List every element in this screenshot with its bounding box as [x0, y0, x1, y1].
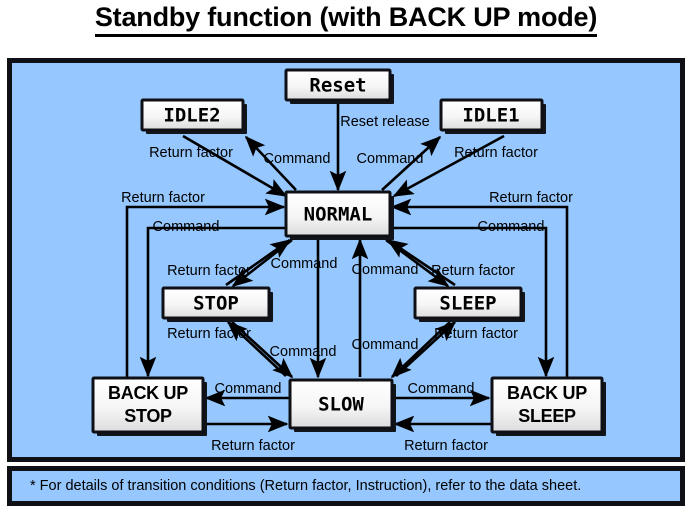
edge-label-stop-return-factor-down: Return factor: [167, 326, 251, 342]
edge-label-normal-to-sleep-command: Command: [352, 262, 419, 278]
state-box-slow[interactable]: SLOW: [288, 378, 396, 432]
state-label-backup-sleep-line1: BACK UP: [507, 383, 587, 403]
edge-normal-to-backup-stop: [139, 226, 286, 378]
edge-backup-sleep-to-normal: [390, 198, 569, 378]
edge-sleep-to-normal: [386, 238, 456, 287]
edge-slow-to-stop: [226, 320, 287, 377]
edge-label-normal-to-backup-stop-command: Command: [153, 219, 220, 235]
edge-stop-to-normal: [225, 238, 292, 287]
edge-normal-to-backup-sleep: [390, 226, 555, 378]
edge-idle2-to-normal: [182, 134, 288, 198]
state-label-backup-sleep-line2: SLEEP: [518, 406, 576, 426]
edge-label-normal-to-idle2-command: Command: [264, 151, 331, 167]
state-box-normal[interactable]: NORMAL: [284, 190, 394, 240]
state-label-idle2: IDLE2: [163, 105, 220, 127]
edge-label-backup-sleep-to-slow-return-factor: Return factor: [404, 438, 488, 454]
edge-label-normal-to-backup-sleep-command: Command: [478, 219, 545, 235]
edge-label-idle1-return-factor: Return factor: [454, 145, 538, 161]
state-label-stop: STOP: [193, 293, 239, 315]
state-label-sleep: SLEEP: [439, 293, 496, 315]
edge-label-sleep-return-factor-down: Return factor: [434, 326, 518, 342]
state-label-slow: SLOW: [318, 394, 364, 416]
page-title-text: Standby function (with BACK UP mode): [94, 2, 597, 37]
edge-label-reset-release: Reset release: [340, 114, 429, 130]
edge-label-normal-to-stop-command: Command: [271, 256, 338, 272]
edge-label-stop-return-factor-up: Return factor: [167, 263, 251, 279]
edge-label-idle2-return-factor: Return factor: [149, 145, 233, 161]
footnote-text: * For details of transition conditions (…: [30, 478, 582, 494]
edge-slow-to-sleep: [395, 320, 457, 377]
footnote: * For details of transition conditions (…: [7, 466, 685, 506]
edge-label-backup-stop-to-slow-return-factor: Return factor: [211, 438, 295, 454]
edge-normal-to-idle2: [244, 135, 297, 191]
state-label-normal: NORMAL: [304, 204, 373, 226]
edge-label-sleep-to-slow-command: Command: [352, 337, 419, 353]
state-box-sleep[interactable]: SLEEP: [413, 286, 525, 322]
state-box-idle2[interactable]: IDLE2: [140, 98, 247, 134]
edge-label-backup-sleep-return-factor: Return factor: [489, 190, 573, 206]
edges-group: [125, 101, 569, 433]
state-label-idle1: IDLE1: [462, 105, 519, 127]
state-box-backup-sleep[interactable]: BACK UP SLEEP: [490, 376, 606, 436]
page-title: Standby function (with BACK UP mode): [0, 2, 692, 37]
state-box-stop[interactable]: STOP: [161, 286, 273, 322]
edge-label-stop-to-slow-command: Command: [270, 344, 337, 360]
edge-label-backup-stop-return-factor: Return factor: [121, 190, 205, 206]
states-group: Reset IDLE2 IDLE1 NORMAL: [91, 68, 606, 436]
edge-backup-stop-to-normal: [125, 198, 286, 378]
state-box-reset[interactable]: Reset: [284, 68, 394, 104]
edge-idle1-to-normal: [392, 134, 505, 198]
edge-label-normal-to-idle1-command: Command: [357, 151, 424, 167]
edge-label-slow-to-backup-stop-command: Command: [215, 381, 282, 397]
edge-labels-group: Reset release Return factor Command Comm…: [121, 114, 573, 454]
edge-normal-to-idle1: [381, 135, 442, 191]
state-box-idle1[interactable]: IDLE1: [439, 98, 546, 134]
state-box-backup-stop[interactable]: BACK UP STOP: [91, 376, 207, 436]
state-label-reset: Reset: [309, 75, 366, 97]
edge-label-slow-to-backup-sleep-command: Command: [408, 381, 475, 397]
state-label-backup-stop-line2: STOP: [124, 406, 172, 426]
edge-label-sleep-return-factor-up: Return factor: [431, 263, 515, 279]
state-label-backup-stop-line1: BACK UP: [108, 383, 188, 403]
